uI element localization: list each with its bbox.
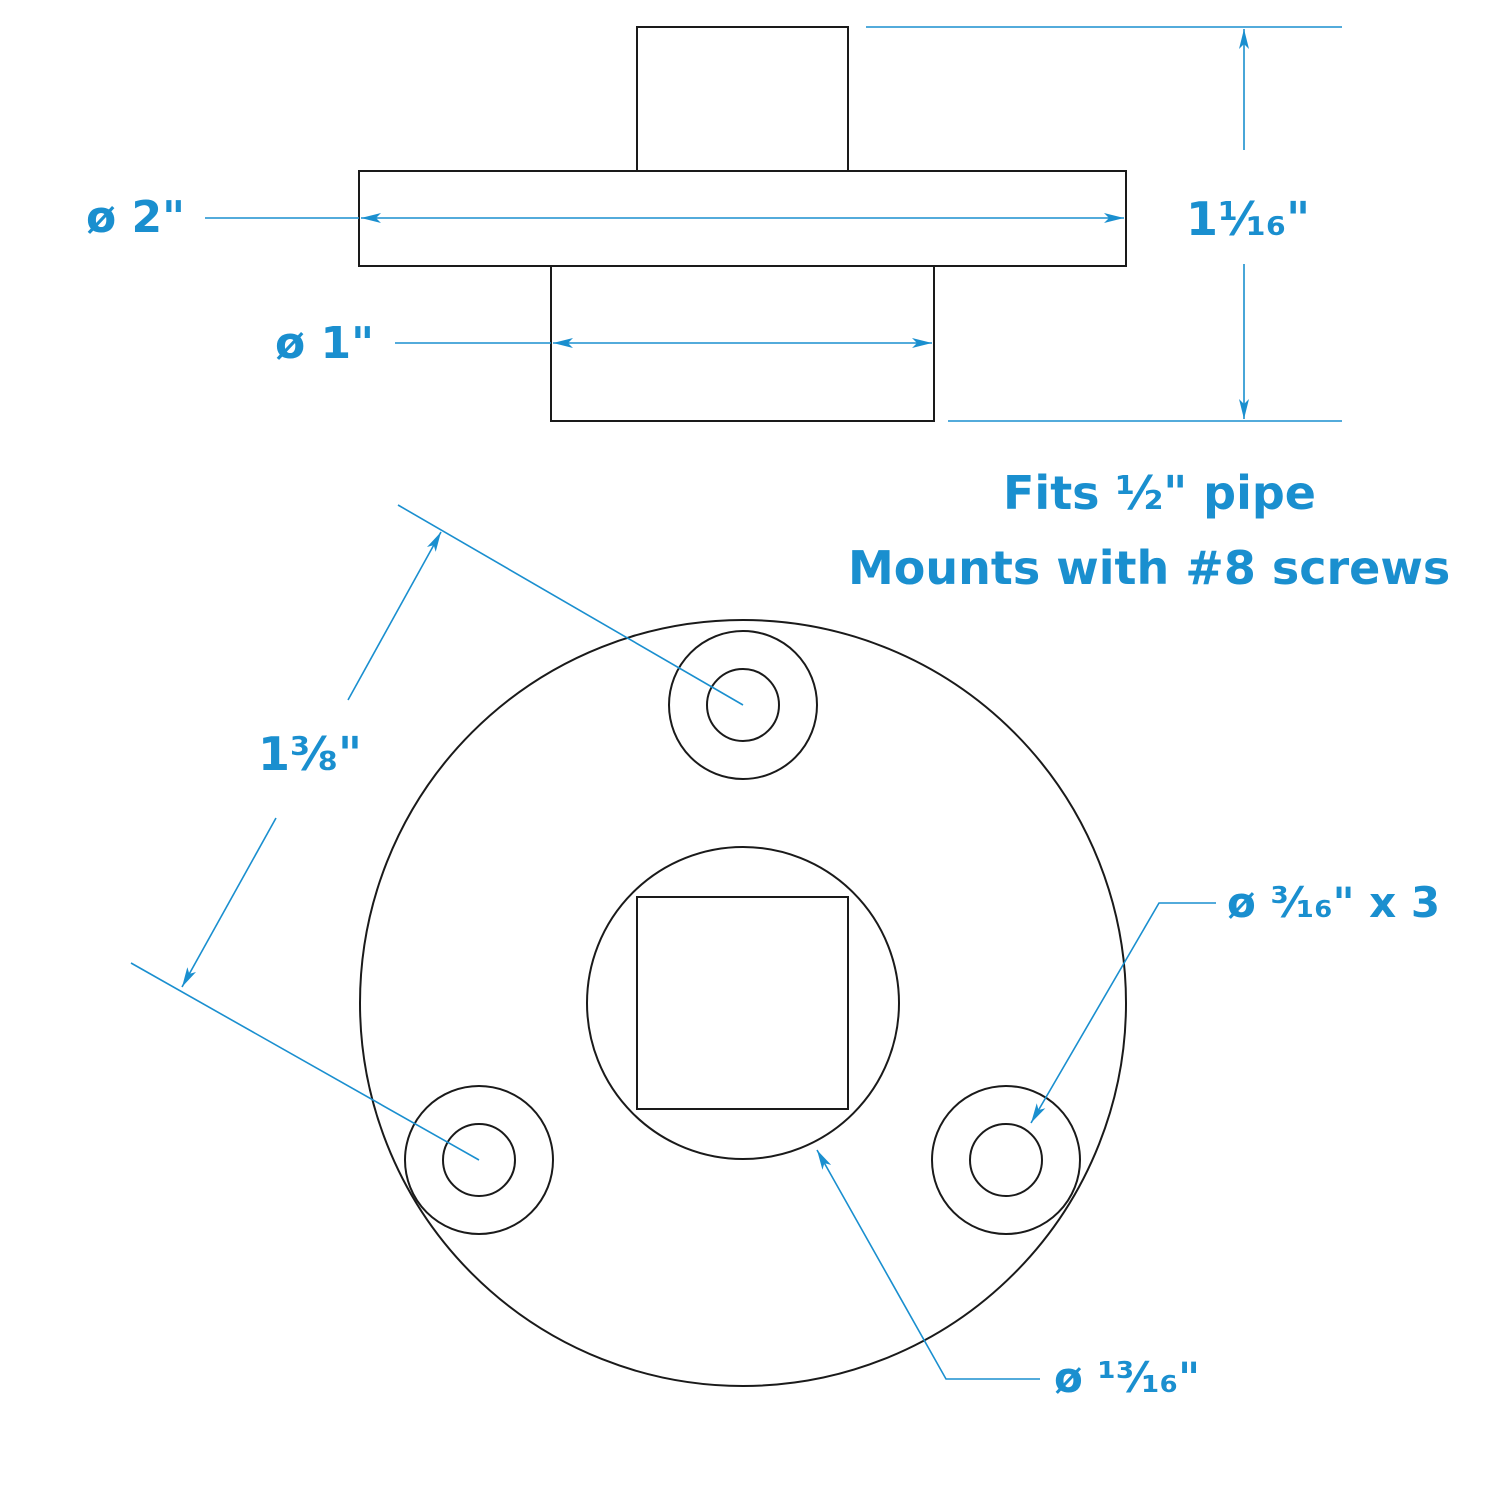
bore-diameter-label: ø ¹³⁄₁₆" — [1054, 1353, 1200, 1402]
mounting-note: Mounts with #8 screws — [848, 541, 1451, 595]
spacing-extension-left — [130, 962, 480, 1161]
screw-hole-right — [969, 1123, 1043, 1197]
screw-hole-top — [706, 668, 780, 742]
spacing-dimension-arrow-upper — [347, 531, 442, 701]
screw-hole-leader — [1030, 902, 1216, 1124]
bore-circle — [586, 846, 900, 1160]
spigot-diameter-label: ø 1" — [275, 318, 375, 369]
flange-face-outline — [359, 619, 1127, 1387]
top-view-dimensions — [130, 504, 1216, 1380]
screw-boss-top — [668, 630, 818, 780]
spacing-dimension-arrow-lower — [181, 817, 277, 988]
screw-hole-left — [442, 1123, 516, 1197]
side-view — [358, 26, 1127, 422]
flange-diameter-label: ø 2" — [86, 192, 186, 243]
bore-leader — [816, 1149, 1040, 1380]
square-socket — [636, 896, 849, 1110]
screw-boss-right — [931, 1085, 1081, 1235]
overall-height-label: 1¹⁄₁₆" — [1186, 192, 1311, 246]
top-view — [359, 619, 1127, 1387]
screw-hole-diameter-label: ø ³⁄₁₆" x 3 — [1227, 878, 1441, 927]
top-stub-outline — [636, 26, 849, 172]
spacing-extension-top — [397, 504, 744, 706]
side-view-dimensions — [205, 26, 1342, 422]
pipe-fit-note: Fits ½" pipe — [1003, 466, 1316, 520]
screw-boss-left — [404, 1085, 554, 1235]
hole-spacing-label: 1³⁄₈" — [258, 727, 362, 781]
